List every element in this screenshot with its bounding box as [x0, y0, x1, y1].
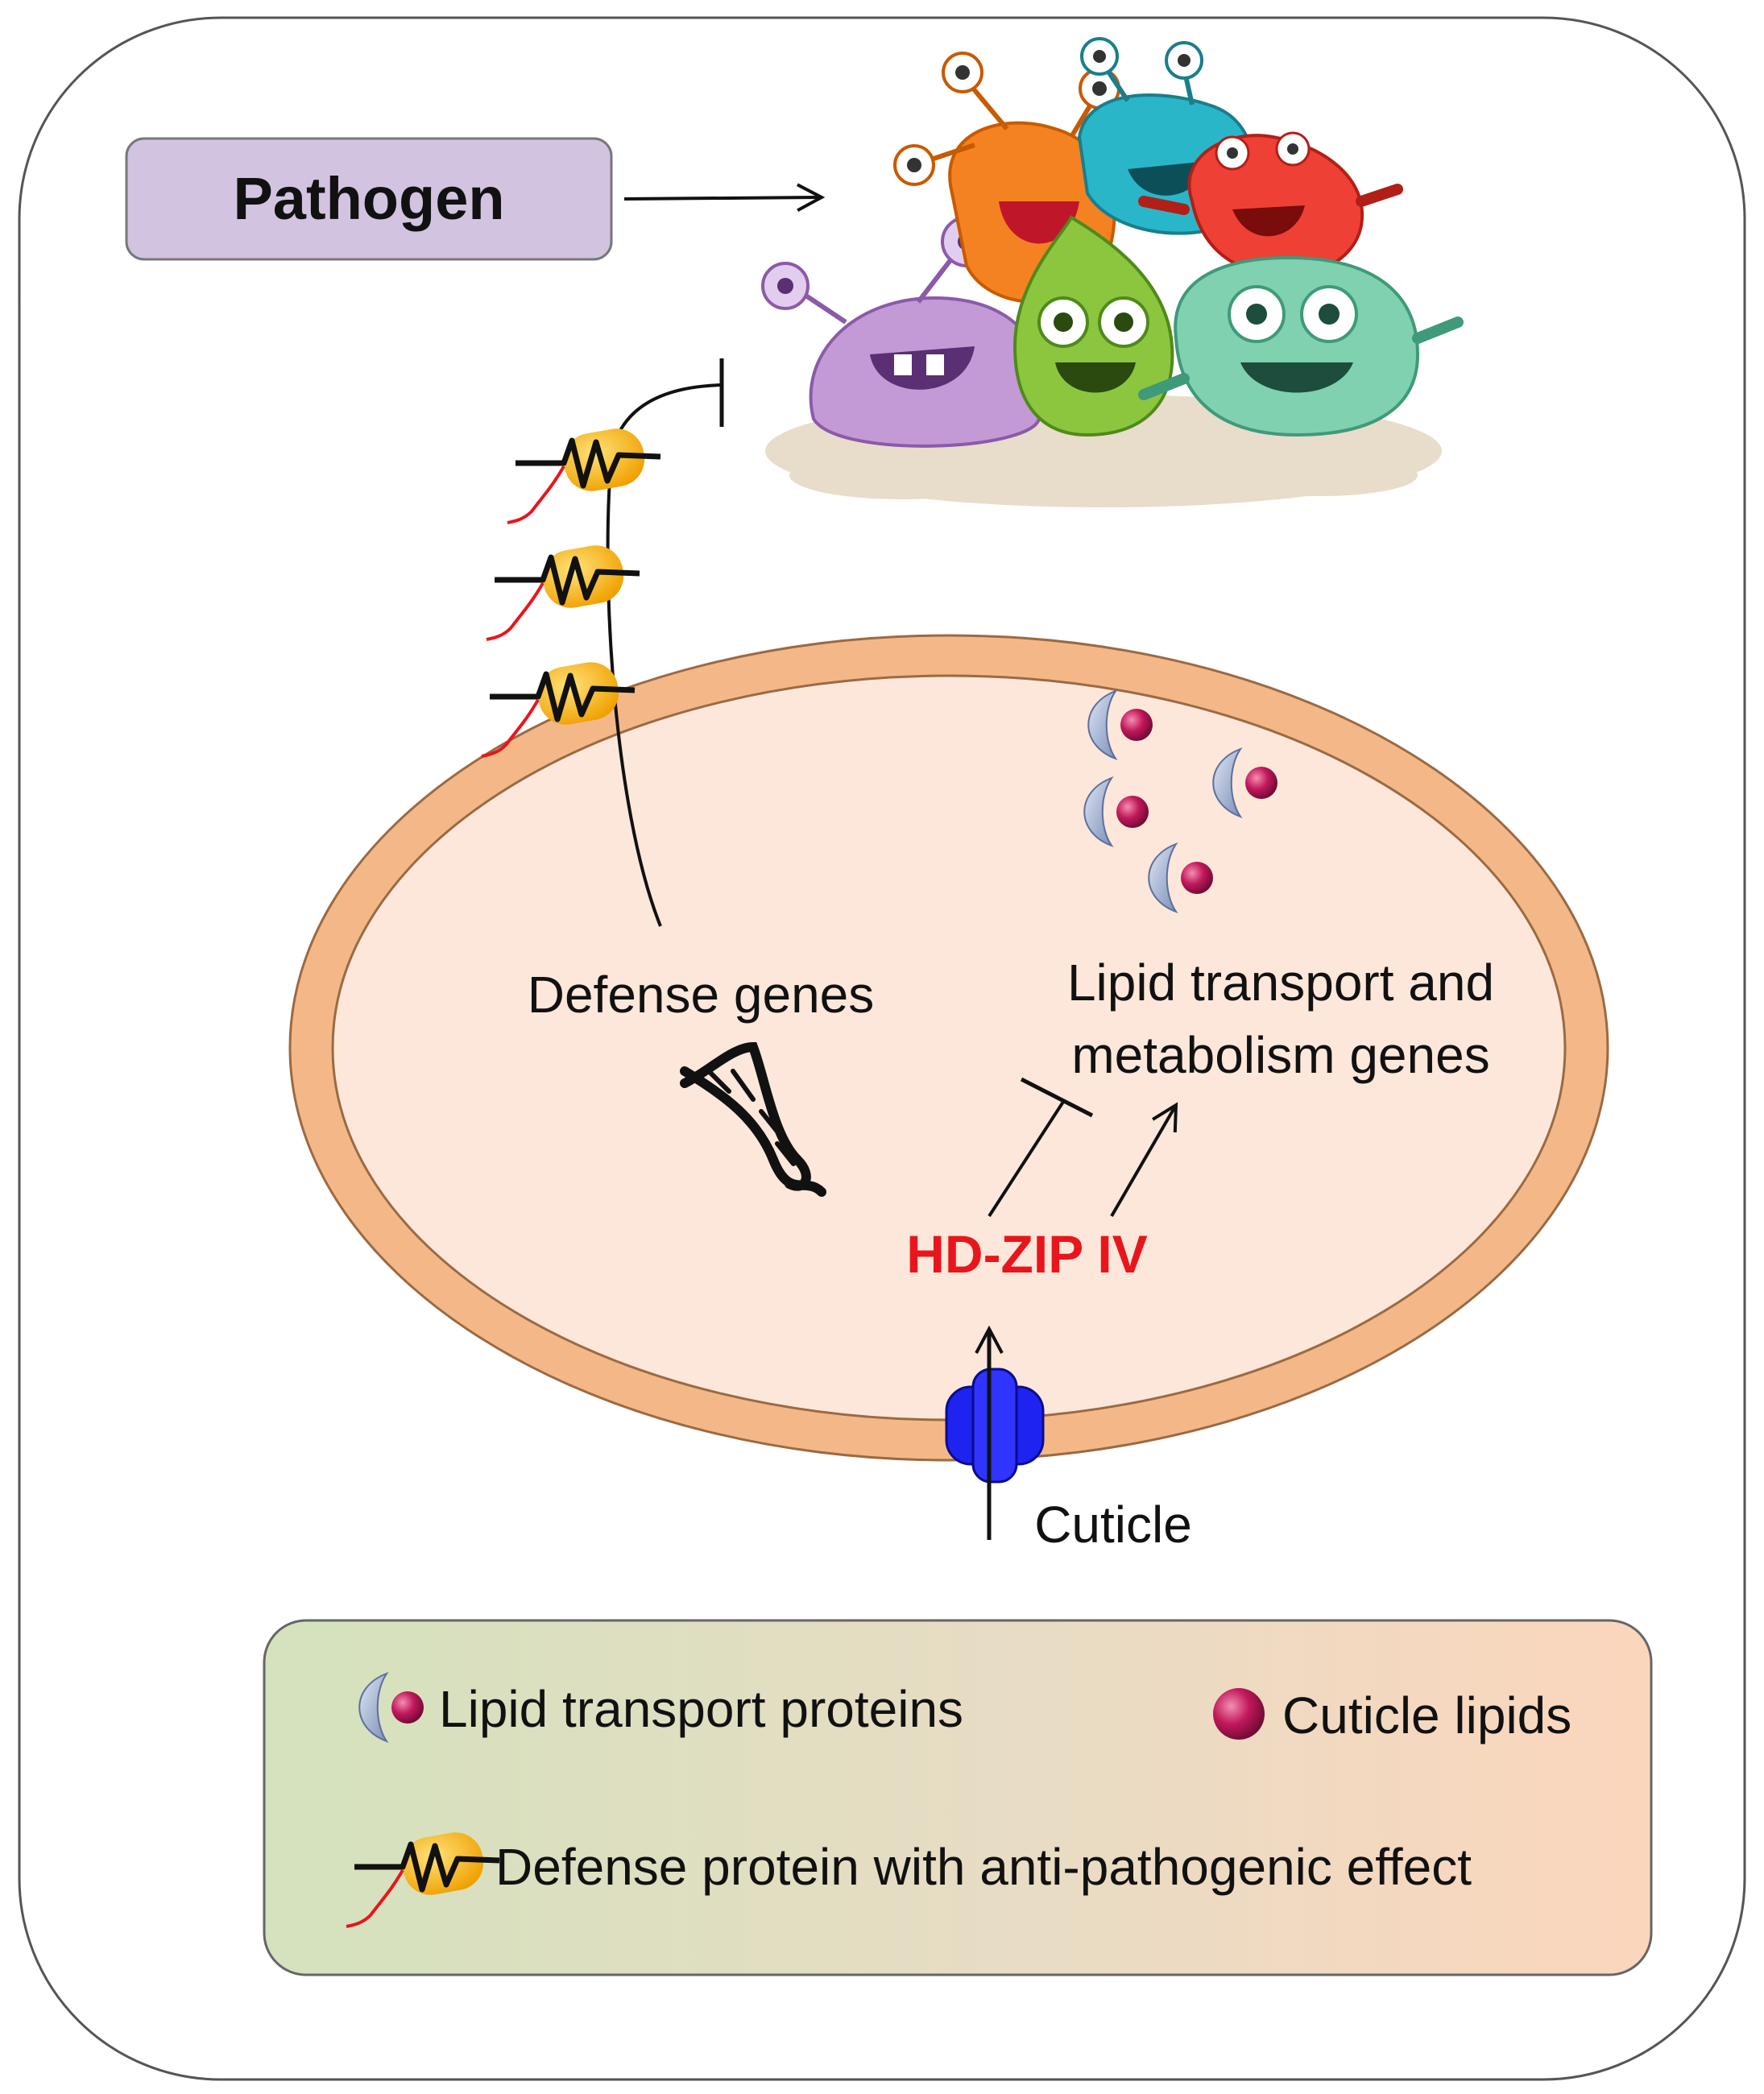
pathogen-illustration [761, 37, 1464, 507]
receptor-icon [945, 1368, 1045, 1484]
legend-defense-protein-label: Defense protein with anti-pathogenic eff… [495, 1838, 1472, 1896]
hdzip-inhibition-line [988, 1100, 1065, 1218]
defense-inhibition-curve [606, 383, 722, 927]
hdzip-activation-arrow [1110, 1102, 1178, 1218]
cell [288, 634, 1609, 1462]
pathogen-label: Pathogen [233, 165, 504, 232]
defense-genes-label: Defense genes [528, 966, 875, 1024]
legend-cuticle-lipids-label: Cuticle lipids [1282, 1686, 1571, 1744]
lipid-genes-label-line1: Lipid transport and [1067, 954, 1494, 1012]
hdzip-inhibition-bar [1020, 1077, 1094, 1118]
dna-icon [680, 1041, 826, 1197]
pathogen-arrow [623, 183, 826, 213]
cuticle-label: Cuticle [1034, 1496, 1192, 1554]
green-monster [1012, 215, 1174, 437]
legend-lipid-transport-label: Lipid transport proteins [439, 1680, 963, 1738]
mint-monster [1138, 255, 1464, 437]
legend-cuticle-lipid-icon [1213, 1688, 1265, 1740]
legend-box: Lipid transport proteins Cuticle lipids … [263, 1619, 1653, 1976]
hdzip-label: HD-ZIP IV [906, 1224, 1147, 1284]
pathogen-box: Pathogen [125, 137, 613, 261]
lipid-genes-label-line2: metabolism genes [1071, 1026, 1489, 1084]
